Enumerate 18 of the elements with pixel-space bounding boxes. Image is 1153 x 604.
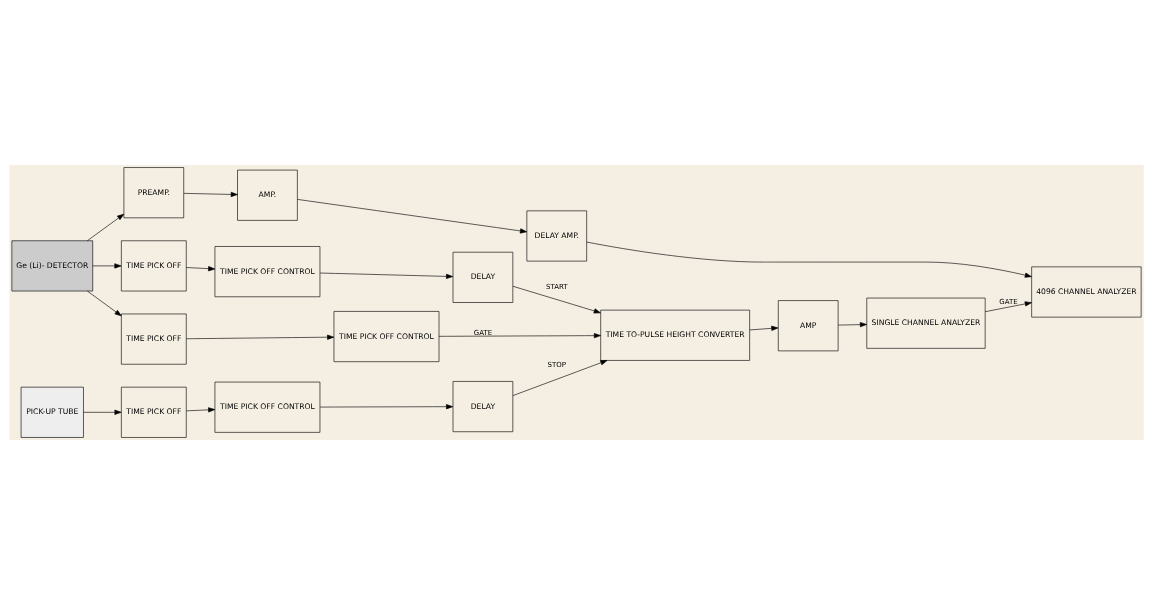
- arrow: [186, 334, 335, 340]
- arrow: [183, 191, 238, 197]
- arrow: [749, 325, 779, 331]
- arrow: [83, 409, 122, 415]
- arrow: [186, 406, 216, 412]
- arrow: [837, 321, 867, 327]
- arrow: [512, 359, 608, 396]
- arrow: [92, 262, 122, 268]
- arrow: [512, 285, 601, 313]
- arrow: [87, 213, 125, 241]
- arrow: [297, 198, 528, 233]
- arrow: [319, 403, 454, 409]
- arrow: [586, 241, 1032, 278]
- arrow: [438, 332, 601, 338]
- arrow: [186, 265, 216, 271]
- arrow: [319, 272, 454, 279]
- arrow: [984, 300, 1032, 312]
- arrow: [87, 290, 122, 316]
